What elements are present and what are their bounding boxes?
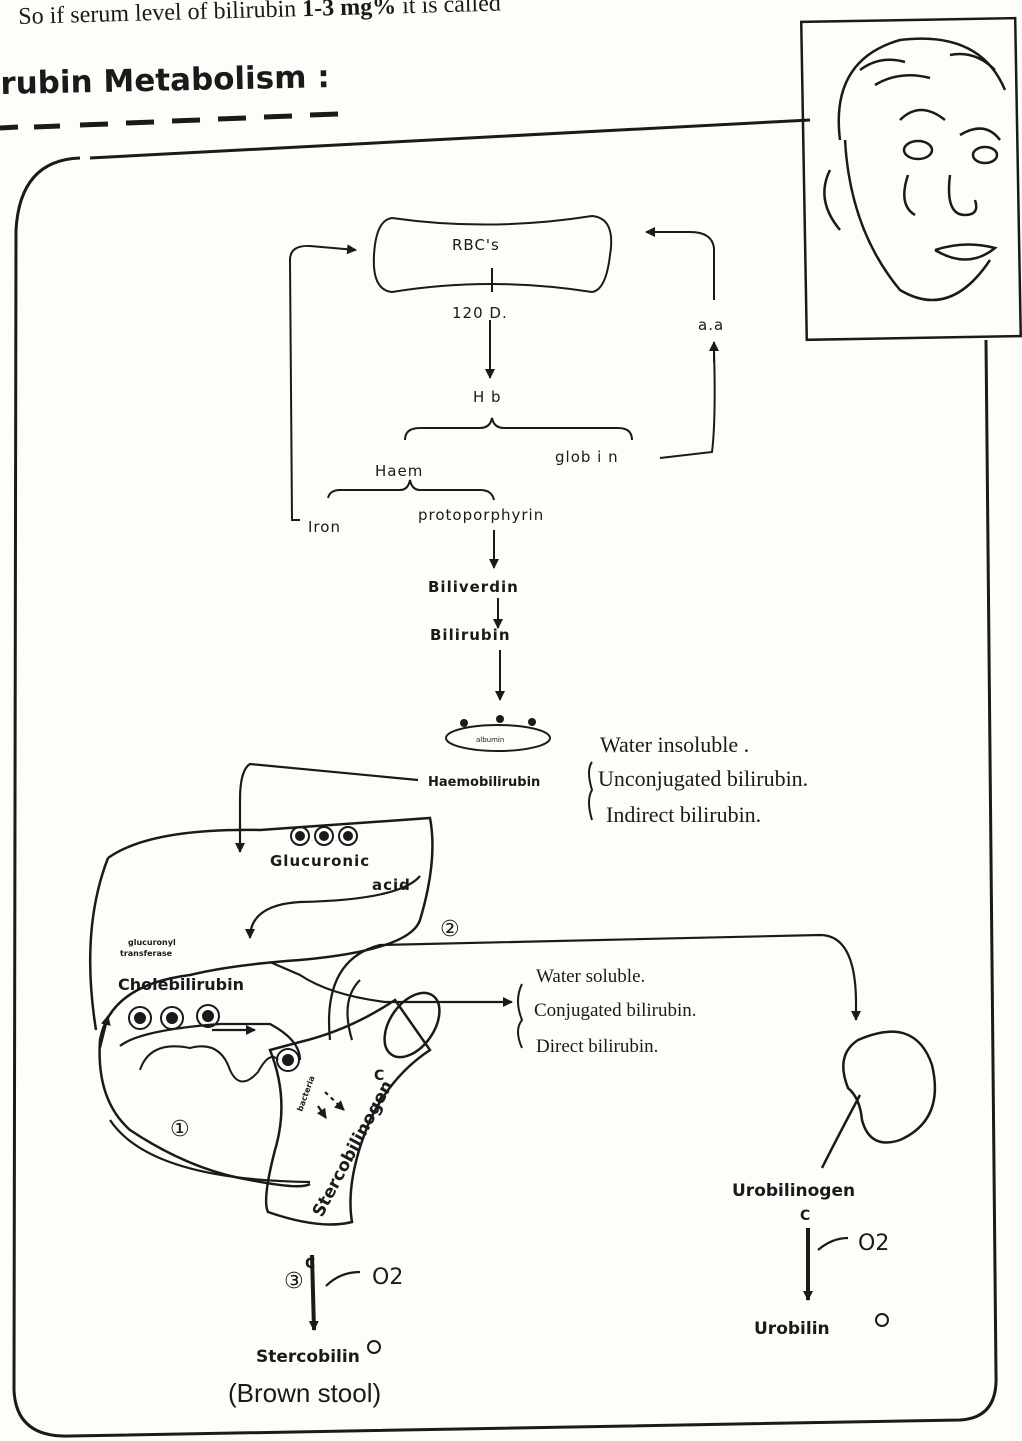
o2-right-label: O2	[858, 1231, 889, 1256]
biliverdin-label: Biliverdin	[428, 578, 519, 596]
step-1-marker: ①	[170, 1117, 190, 1142]
arrows-top	[288, 227, 719, 701]
lifespan-label: 120 D.	[452, 304, 508, 322]
conjugated-brace	[517, 983, 524, 1049]
rbcs-label: RBC's	[452, 236, 500, 254]
unconjugated-note-2: Unconjugated bilirubin.	[598, 766, 808, 791]
jaundice-face-illustration	[799, 16, 1022, 342]
svg-text:C: C	[800, 1208, 810, 1224]
o2-left-label: O2	[372, 1265, 403, 1290]
svg-text:C: C	[305, 1256, 315, 1272]
hb-label: H b	[473, 388, 502, 406]
bilirubin-label: Bilirubin	[430, 626, 511, 644]
diagram-frame	[12, 118, 998, 1438]
urobilin-label: Urobilin	[754, 1319, 830, 1339]
rbc-cell-shape	[372, 214, 613, 294]
gall-duct	[139, 1045, 279, 1083]
urobilinogen-label: Urobilinogen	[732, 1181, 855, 1201]
bacteria-label: bacteria	[295, 1075, 316, 1113]
intestine-lumen	[383, 991, 441, 1059]
cholebilirubin-label: Cholebilirubin	[118, 975, 244, 994]
glucuronyl-label: glucuronyl	[128, 938, 176, 947]
glucuronic-label: Glucuronic	[270, 852, 370, 870]
albumin-label: albumin	[476, 736, 504, 744]
amino-acids-label: a.a	[698, 316, 724, 334]
globin-label: glob i n	[555, 448, 619, 466]
stercobilinogen-label: Stercobilinogen	[309, 1077, 398, 1220]
glucuronic-acid-molecules	[128, 826, 358, 1072]
stercobilin-label: Stercobilin	[256, 1347, 360, 1367]
brown-stool-label: (Brown stool)	[228, 1378, 381, 1408]
intestine-outline	[264, 998, 432, 1226]
kidney-outline	[820, 1030, 937, 1169]
electron-markers: C C C	[305, 1068, 889, 1354]
liver-outline	[88, 816, 434, 1188]
albumin-complex	[445, 715, 551, 752]
step-3-marker: ③	[284, 1269, 304, 1294]
svg-text:C: C	[374, 1068, 384, 1084]
conjugated-note-2: Conjugated bilirubin.	[534, 1000, 697, 1021]
unconjugated-note-3: Indirect bilirubin.	[606, 802, 761, 827]
haemobilirubin-label: Haemobilirubin	[428, 775, 540, 790]
transferase-label: transferase	[120, 949, 173, 958]
acid-label: acid	[372, 876, 411, 894]
protoporphyrin-label: protoporphyrin	[418, 506, 544, 524]
arrows-lower	[98, 762, 861, 1331]
conjugated-note-3: Direct bilirubin.	[536, 1036, 658, 1057]
unconjugated-note-1: Water insoluble .	[600, 732, 749, 757]
haem-label: Haem	[375, 462, 423, 480]
iron-label: Iron	[308, 518, 341, 536]
title-underline	[0, 111, 339, 131]
unconjugated-brace	[588, 761, 594, 821]
conjugated-note-1: Water soluble.	[536, 966, 645, 987]
step-2-marker: ②	[440, 917, 460, 942]
